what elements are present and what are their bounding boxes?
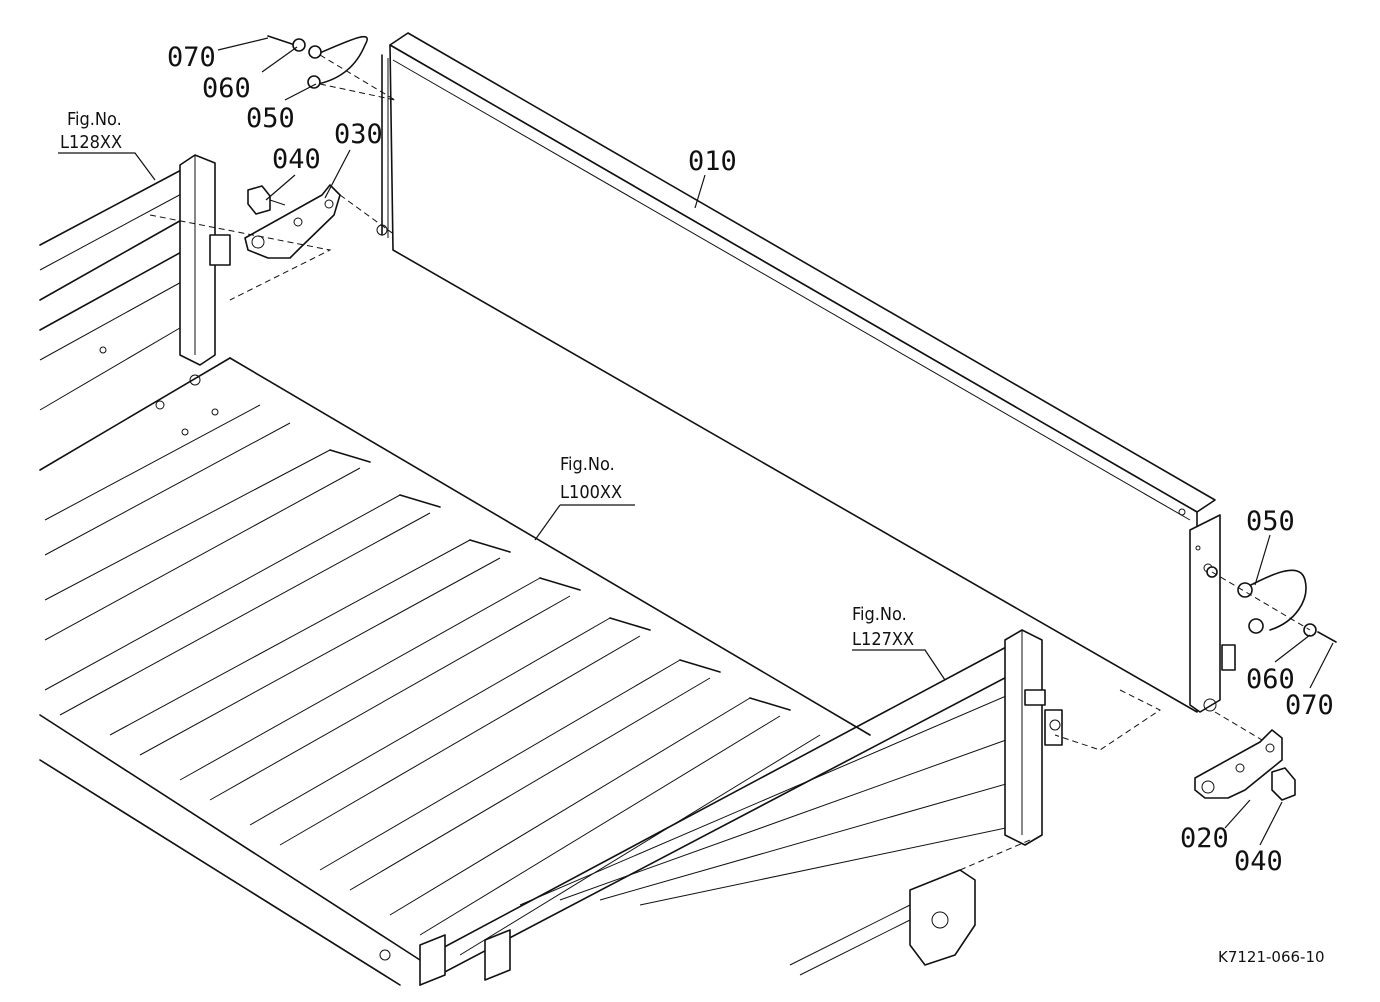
tailgate-panel <box>376 32 1236 713</box>
fig-ref-l100xx-label: Fig.No. <box>560 454 615 475</box>
left-hinge-hardware <box>149 35 396 301</box>
callout-060-top: 060 <box>202 73 251 104</box>
right-side-panel <box>379 629 1063 986</box>
diagram-code: K7121-066-10 <box>1218 948 1325 966</box>
leader-lines <box>58 37 1334 846</box>
callout-040-top: 040 <box>272 144 321 175</box>
fig-ref-l128xx-number: L128XX <box>60 132 122 153</box>
callout-040-bottom: 040 <box>1234 846 1283 877</box>
cargo-bed-floor <box>39 357 871 986</box>
callout-020: 020 <box>1180 823 1229 854</box>
fig-ref-l127xx-number: L127XX <box>852 629 914 650</box>
callout-070-top: 070 <box>167 42 216 73</box>
callout-060-right: 060 <box>1246 664 1295 695</box>
right-hinge-hardware <box>1054 566 1337 801</box>
floor-ribs <box>44 404 821 956</box>
fig-ref-l128xx-label: Fig.No. <box>67 109 122 130</box>
left-side-panel <box>39 154 231 436</box>
callout-050-top: 050 <box>246 103 295 134</box>
callout-labels: 010 020 030 040 040 050 050 060 060 070 … <box>167 42 1334 877</box>
callout-070-right: 070 <box>1285 690 1334 721</box>
callout-010: 010 <box>688 146 737 177</box>
fig-ref-l100xx-number: L100XX <box>560 482 622 503</box>
callout-030: 030 <box>334 119 383 150</box>
fig-ref-l127xx-label: Fig.No. <box>852 604 907 625</box>
callout-050-right: 050 <box>1246 506 1295 537</box>
figure-references: Fig.No. L128XX Fig.No. L100XX Fig.No. L1… <box>60 109 914 650</box>
